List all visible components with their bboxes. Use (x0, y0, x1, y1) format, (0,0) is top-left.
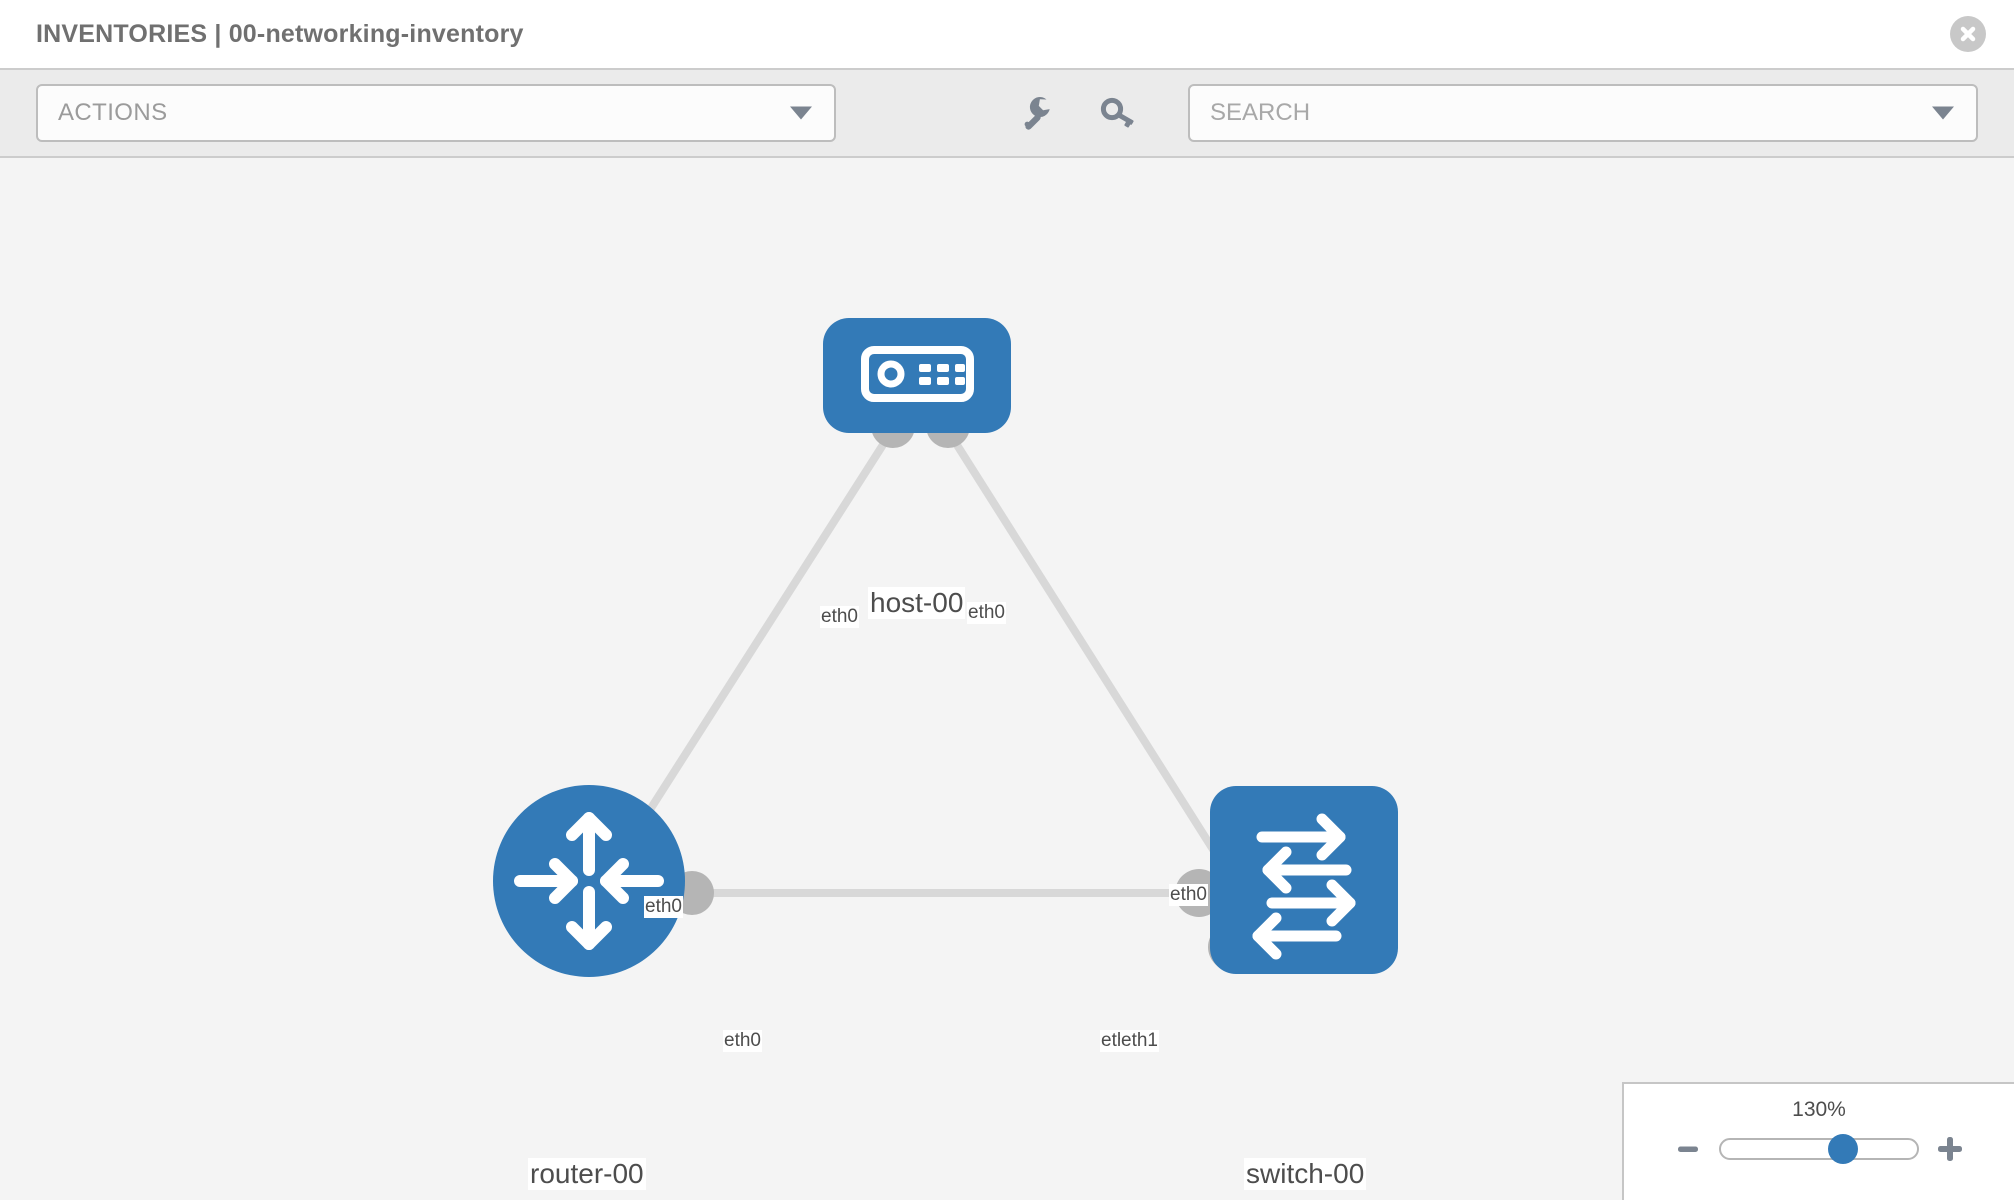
node-switch-00[interactable] (1210, 786, 1398, 974)
plus-icon[interactable] (1935, 1134, 1965, 1164)
node-host-00[interactable] (823, 318, 1011, 433)
wrench-icon[interactable] (1016, 91, 1060, 135)
topology-edges (596, 423, 1249, 903)
zoom-controls (1624, 1134, 2014, 1164)
search-box[interactable] (1188, 84, 1978, 142)
close-icon[interactable] (1950, 16, 1986, 52)
chevron-down-icon[interactable] (1932, 106, 1954, 120)
iface-label-switch-left: eth1 (1120, 1030, 1159, 1052)
iface-label-router-up: eth0 (644, 896, 683, 918)
host-node-body[interactable] (823, 318, 1011, 433)
node-label-switch-00: switch-00 (1244, 1158, 1367, 1190)
router-node-body[interactable] (493, 785, 685, 977)
server-icon (861, 346, 974, 402)
page-header: INVENTORIES | 00-networking-inventory (0, 0, 2014, 68)
zoom-slider-thumb[interactable] (1827, 1134, 1858, 1164)
actions-dropdown[interactable]: ACTIONS (36, 84, 836, 142)
zoom-level-value: 130% (1792, 1098, 1846, 1121)
zoom-panel: 130% (1622, 1082, 2014, 1200)
page-title: INVENTORIES | 00-networking-inventory (36, 19, 524, 48)
iface-label-switch-up: eth0 (1169, 884, 1208, 906)
topology-graph (493, 318, 1398, 977)
edge-host-switch[interactable] (941, 423, 1249, 903)
toolbar-icon-group (1016, 91, 1140, 135)
close-x-glyph (1960, 26, 1976, 42)
minus-glyph (1678, 1146, 1698, 1152)
switch-icon (1252, 813, 1356, 960)
node-router-00[interactable] (493, 785, 685, 977)
iface-label-host-right: eth0 (967, 602, 1006, 624)
node-label-host-00: host-00 (868, 587, 966, 619)
search-input[interactable] (1210, 99, 1910, 127)
actions-dropdown-label: ACTIONS (58, 99, 168, 126)
toolbar: ACTIONS (0, 68, 2014, 158)
plus-glyph (1938, 1137, 1962, 1161)
iface-label-host-left: eth0 (820, 606, 859, 628)
zoom-slider[interactable] (1719, 1134, 1919, 1164)
wrench-glyph (1024, 97, 1050, 130)
switch-node-body[interactable] (1210, 786, 1398, 974)
key-icon[interactable] (1096, 91, 1140, 135)
iface-label-router-right: eth0 (723, 1030, 762, 1052)
chevron-down-icon (790, 106, 812, 120)
router-icon (514, 812, 664, 950)
topology-canvas[interactable]: host-00 router-00 switch-00 eth0 eth0 et… (0, 158, 2014, 1200)
minus-icon[interactable] (1673, 1134, 1703, 1164)
key-glyph (1100, 97, 1134, 128)
node-label-router-00: router-00 (528, 1158, 646, 1190)
